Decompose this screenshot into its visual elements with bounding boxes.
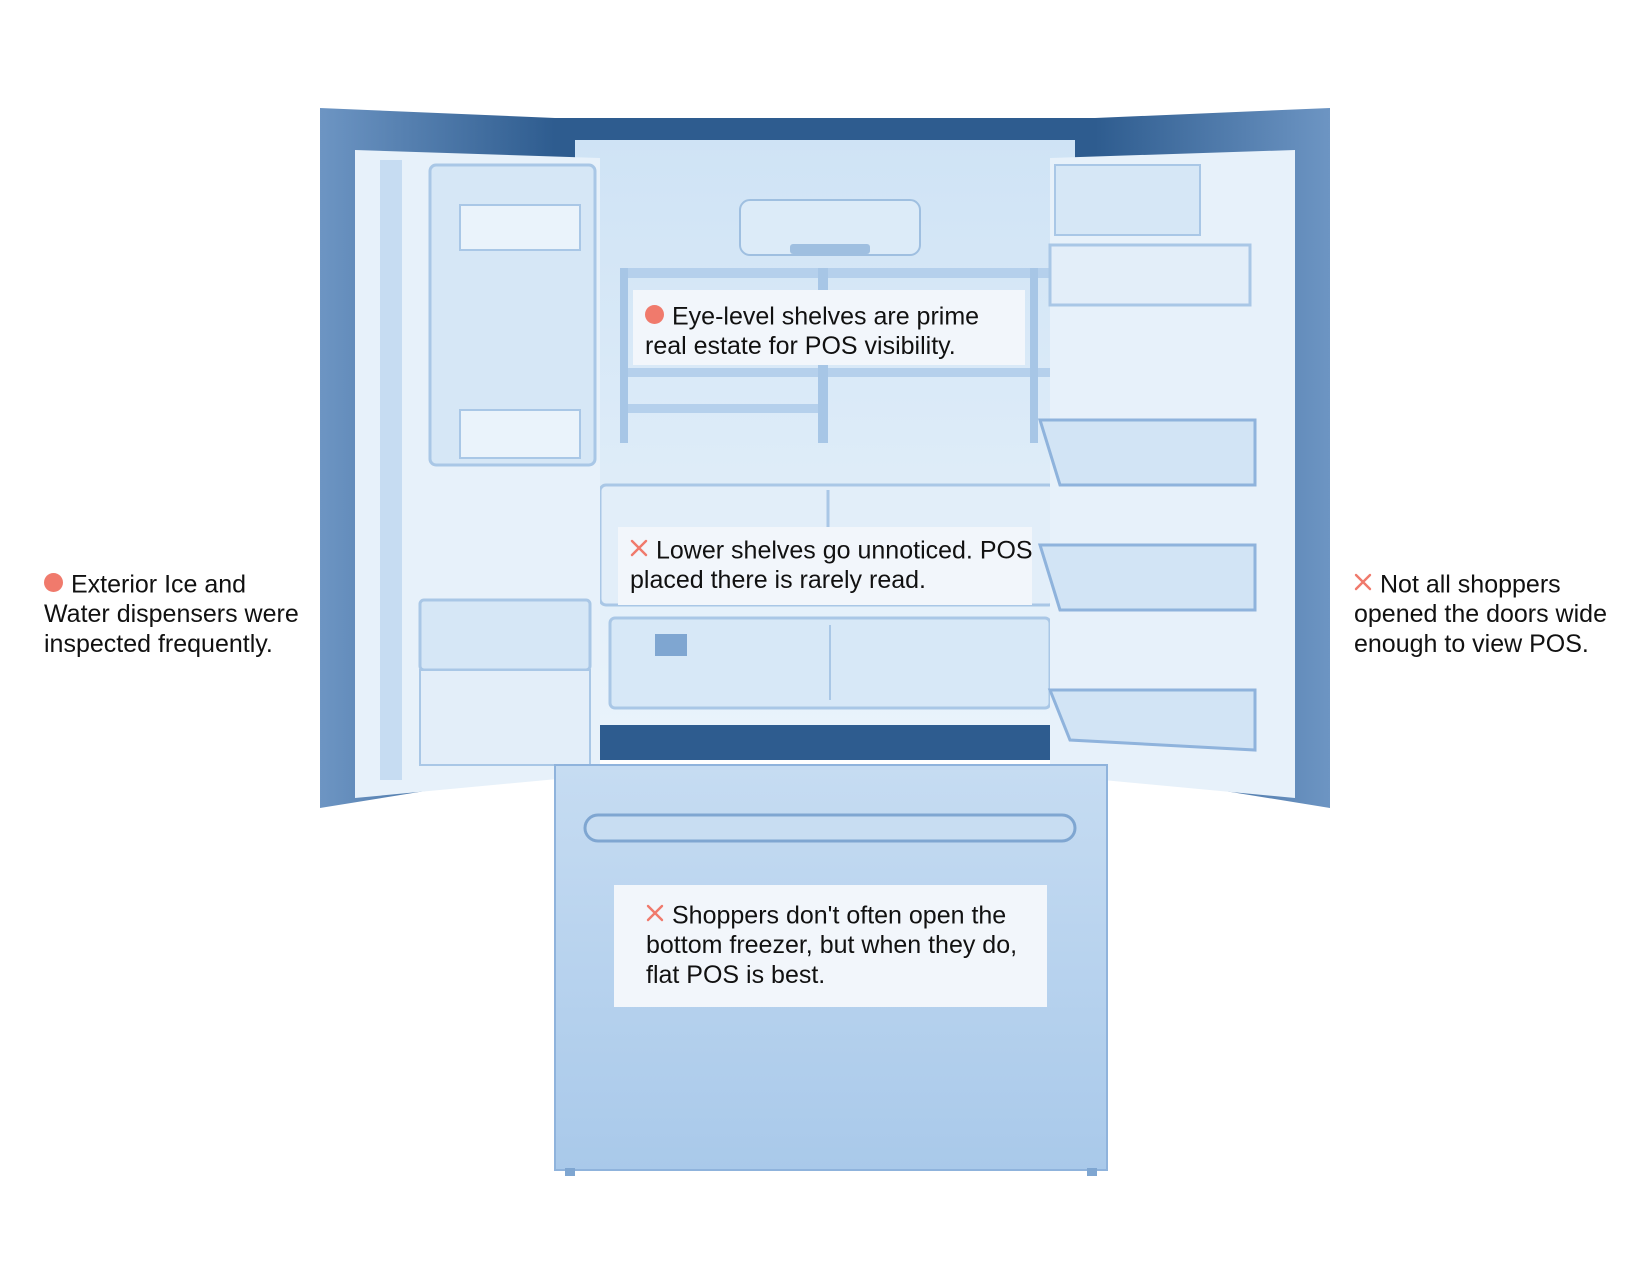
door-bin [1054,164,1201,236]
door-bin [1037,543,1257,612]
door-bin [418,598,592,672]
callout-bottom-freezer: Shoppers don't often open the bottom fre… [614,885,1047,1007]
callout-text: Exterior Ice and [71,570,247,599]
shelf [620,368,1050,377]
door-bin [1048,243,1252,307]
door-bin [1037,418,1257,487]
callout-lower-shelves: Lower shelves go unnoticed. POS placed t… [618,527,1033,605]
dot-icon [645,304,664,324]
x-icon [1354,573,1372,591]
callout-text: Water dispensers were [44,600,299,629]
callout-text: Eye-level shelves are prime [672,302,980,331]
callout-text: bottom freezer, but when they do, [646,931,1018,960]
callout-text: inspected frequently. [44,630,273,659]
callout-doors-wide: Not all shoppers opened the doors wide e… [1354,568,1624,659]
callout-eye-level: Eye-level shelves are prime real estate … [633,290,1025,365]
x-icon [646,904,664,922]
callout-text: real estate for POS visibility. [645,332,956,361]
shelf [620,404,820,413]
shelf [620,268,1050,278]
callout-text: Lower shelves go unnoticed. POS [656,536,1033,565]
callout-text: flat POS is best. [646,961,826,990]
x-icon [630,539,648,557]
callout-text: Not all shoppers [1380,570,1561,599]
callout-text: placed there is rarely read. [630,566,926,595]
callout-text: enough to view POS. [1354,630,1589,659]
callout-text: Shoppers don't often open the [672,901,1007,930]
dot-icon [44,572,63,592]
freezer-handle [583,813,1077,843]
callout-exterior-dispensers: Exterior Ice and Water dispensers were i… [44,568,314,659]
callout-text: opened the doors wide [1354,600,1607,629]
door-bin [1047,688,1257,752]
cooling-unit [739,199,921,256]
